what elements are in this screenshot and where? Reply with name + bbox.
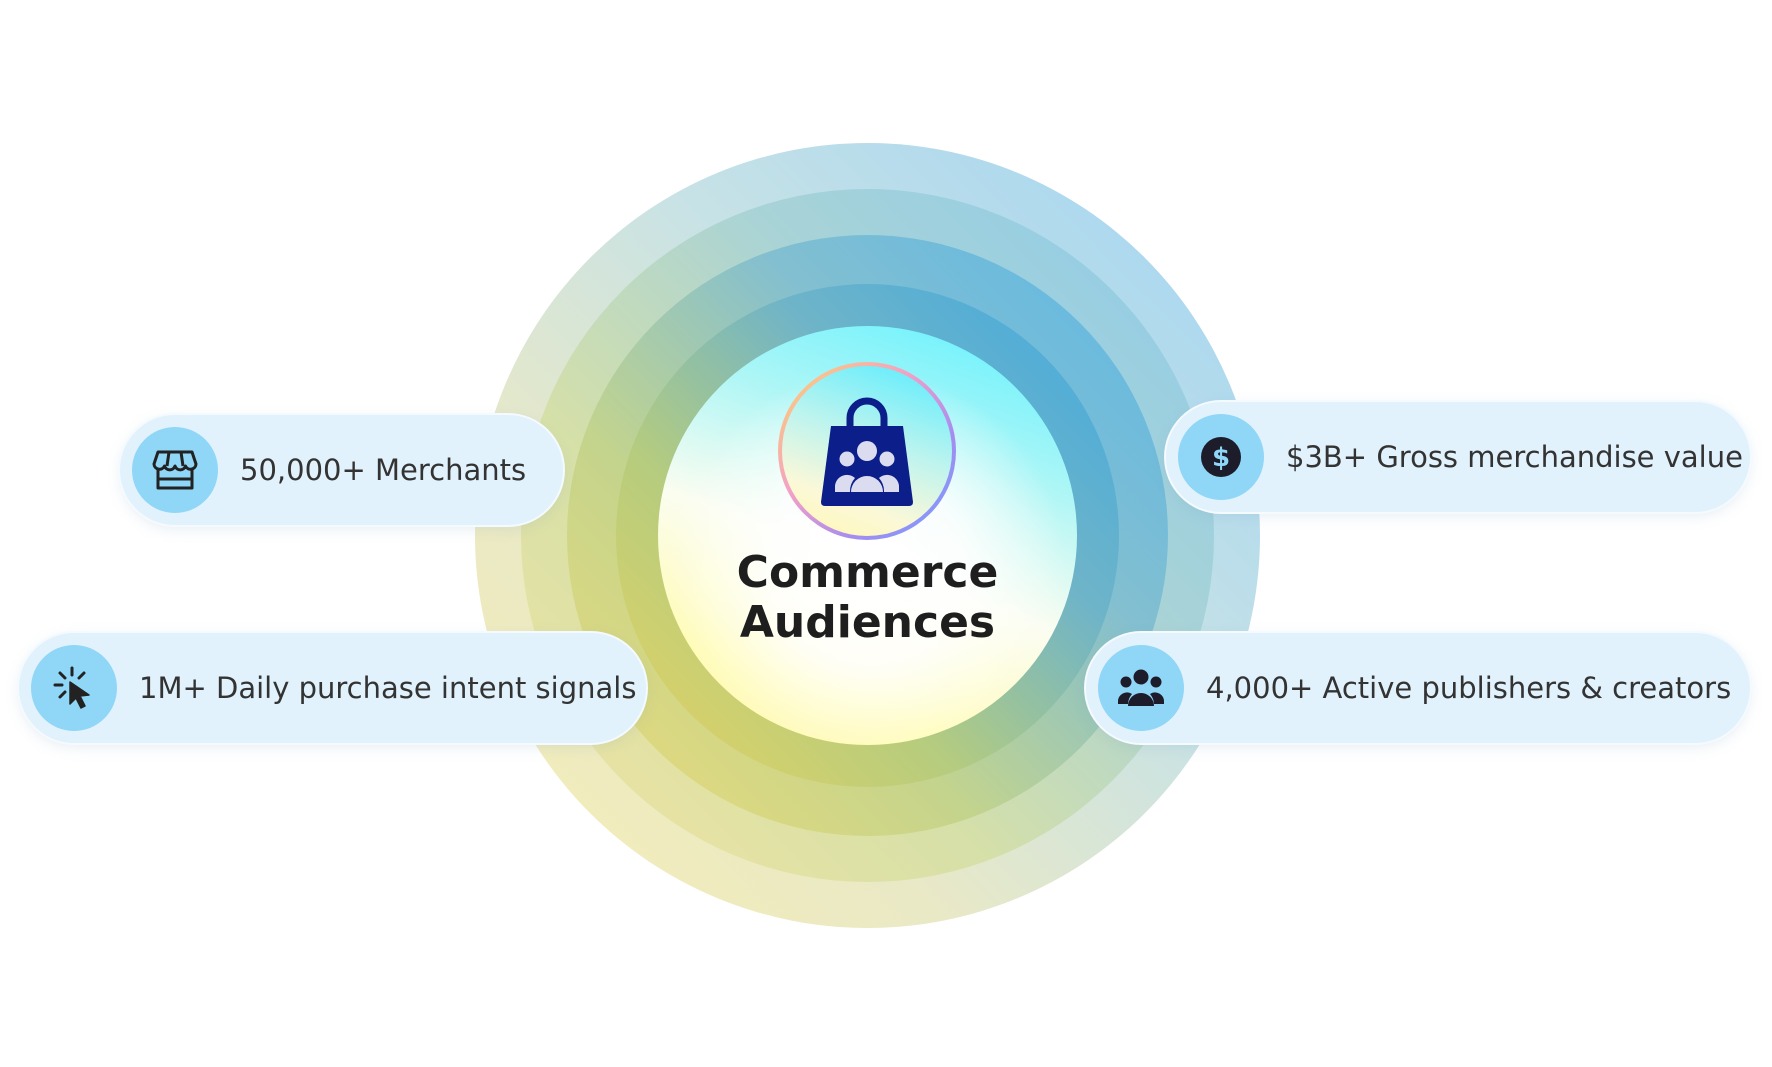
stat-gmv: $ $3B+ Gross merchandise value: [1166, 402, 1750, 512]
stat-merchants-label: 50,000+ Merchants: [240, 453, 527, 487]
center-title: Commerce Audiences: [658, 548, 1077, 648]
stat-merchants: 50,000+ Merchants: [120, 415, 563, 525]
stat-intent-signals: 1M+ Daily purchase intent signals: [19, 633, 646, 743]
svg-text:$: $: [1212, 443, 1230, 473]
stat-intent-signals-label: 1M+ Daily purchase intent signals: [139, 671, 637, 705]
stat-gmv-label: $3B+ Gross merchandise value: [1286, 440, 1743, 474]
storefront-icon: [152, 450, 198, 490]
center-title-line1: Commerce: [736, 547, 999, 598]
stat-publishers-label: 4,000+ Active publishers & creators: [1206, 671, 1732, 705]
stat-publishers: 4,000+ Active publishers & creators: [1086, 633, 1750, 743]
center-badge: [778, 362, 956, 540]
center-title-line2: Audiences: [739, 597, 996, 648]
shopping-bag-people-icon: [821, 397, 913, 506]
cursor-click-icon: [53, 666, 90, 709]
dollar-coin-icon: $: [1201, 437, 1241, 477]
people-group-icon: [1117, 669, 1165, 706]
